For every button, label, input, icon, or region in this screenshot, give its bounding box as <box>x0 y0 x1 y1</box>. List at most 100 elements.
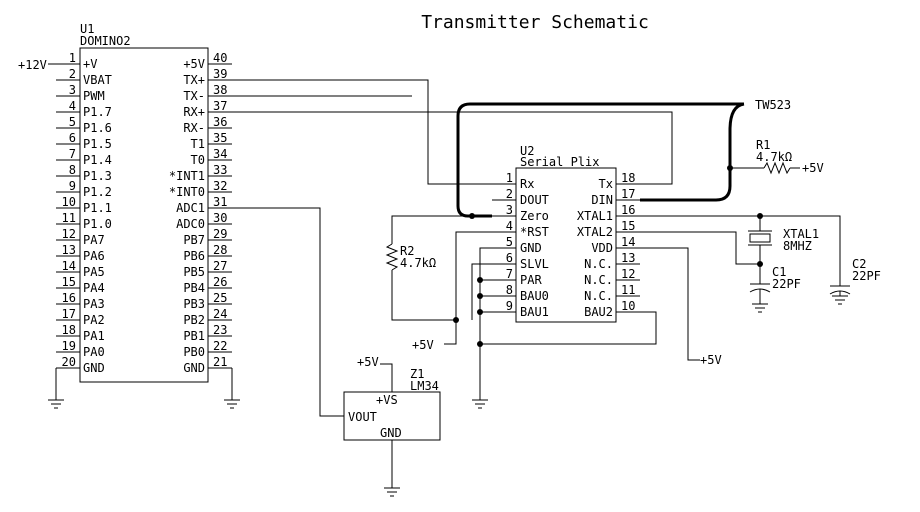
ic-pin: 2 DOUT <box>492 187 549 207</box>
pin-name: SLVL <box>520 257 549 271</box>
pin-number: 6 <box>69 131 76 145</box>
wire-xtal2 <box>640 231 761 284</box>
wire-u2-gnd <box>479 247 492 400</box>
pin-number: 16 <box>62 291 76 305</box>
z1-part: LM34 <box>410 379 439 393</box>
pin-name: BAU0 <box>520 289 549 303</box>
ic-pin: 4*RST <box>492 219 549 239</box>
pin-name: GND <box>83 361 105 375</box>
pin-number: 22 <box>213 339 227 353</box>
pin-number: 29 <box>213 227 227 241</box>
pin-name: PA1 <box>83 329 105 343</box>
pin-number: 1 <box>506 171 513 185</box>
ic-pin: 26 PB4 <box>183 275 232 295</box>
ic-pin: 1+V <box>56 51 97 71</box>
pin-name: PA3 <box>83 297 105 311</box>
pin-name: P1.1 <box>83 201 112 215</box>
pin-name: ADC0 <box>176 217 205 231</box>
ic-pin: 16 PA3 <box>56 291 105 311</box>
xtal1-value: 8MHZ <box>783 239 812 253</box>
pin-name: +V <box>83 57 97 71</box>
pin-number: 25 <box>213 291 227 305</box>
c2-ref: C2 <box>852 257 866 271</box>
ground-symbol <box>752 303 768 313</box>
pin-number: 10 <box>62 195 76 209</box>
r1-ref: R1 <box>756 138 770 152</box>
pin-number: 16 <box>621 203 635 217</box>
pin-name: PA0 <box>83 345 105 359</box>
z1-pin-vs: +VS <box>376 393 398 407</box>
pin-name: Zero <box>520 209 549 223</box>
wire-vdd-5v <box>640 247 700 361</box>
pin-number: 9 <box>69 179 76 193</box>
ic-pin: 32*INT0 <box>169 179 232 199</box>
pin-number: 11 <box>62 211 76 225</box>
pin-name: T1 <box>191 137 205 151</box>
pin-name: PB2 <box>183 313 205 327</box>
pin-name: P1.7 <box>83 105 112 119</box>
ic-pin: 11N.C. <box>584 283 640 303</box>
label-tw523: TW523 <box>755 98 791 112</box>
pin-name: PAR <box>520 273 542 287</box>
pin-number: 4 <box>506 219 513 233</box>
pin-name: Tx <box>599 177 613 191</box>
label-plus12v: +12V <box>18 58 47 72</box>
pin-number: 12 <box>621 267 635 281</box>
pin-name: PB1 <box>183 329 205 343</box>
pin-number: 2 <box>506 187 513 201</box>
pin-name: GND <box>183 361 205 375</box>
pin-number: 3 <box>69 83 76 97</box>
pin-name: PA4 <box>83 281 105 295</box>
pin-name: PB5 <box>183 265 205 279</box>
pin-number: 18 <box>621 171 635 185</box>
z1-pin-vout: VOUT <box>348 410 377 424</box>
wire-rst-5v <box>444 231 492 345</box>
ic-pin: 12N.C. <box>584 267 640 287</box>
wire-xtal1 <box>640 215 841 286</box>
pin-number: 33 <box>213 163 227 177</box>
c2-value: 22PF <box>852 269 881 283</box>
ground-symbol <box>224 399 240 409</box>
pin-number: 15 <box>62 275 76 289</box>
pin-name: N.C. <box>584 257 613 271</box>
r2-resistor <box>385 243 399 271</box>
pin-number: 17 <box>62 307 76 321</box>
u1-part: DOMINO2 <box>80 34 131 48</box>
pin-name: PB4 <box>183 281 205 295</box>
pin-number: 24 <box>213 307 227 321</box>
pin-name: P1.3 <box>83 169 112 183</box>
wire-slvl <box>471 263 492 320</box>
pin-name: DOUT <box>520 193 549 207</box>
junction-dot <box>477 309 483 315</box>
u1-ref: U1 <box>80 22 94 36</box>
ground-symbol <box>48 399 64 409</box>
ic-pin: 35 T1 <box>191 131 232 151</box>
label-plus5v-vdd: +5V <box>700 353 722 367</box>
pin-number: 35 <box>213 131 227 145</box>
u1-body <box>79 47 209 383</box>
pin-number: 14 <box>62 259 76 273</box>
pin-name: DIN <box>591 193 613 207</box>
pin-number: 26 <box>213 275 227 289</box>
pin-name: TX+ <box>183 73 205 87</box>
pin-number: 31 <box>213 195 227 209</box>
ic-pin: 15 PA4 <box>56 275 105 295</box>
ic-pin: 18 Tx <box>599 171 640 191</box>
